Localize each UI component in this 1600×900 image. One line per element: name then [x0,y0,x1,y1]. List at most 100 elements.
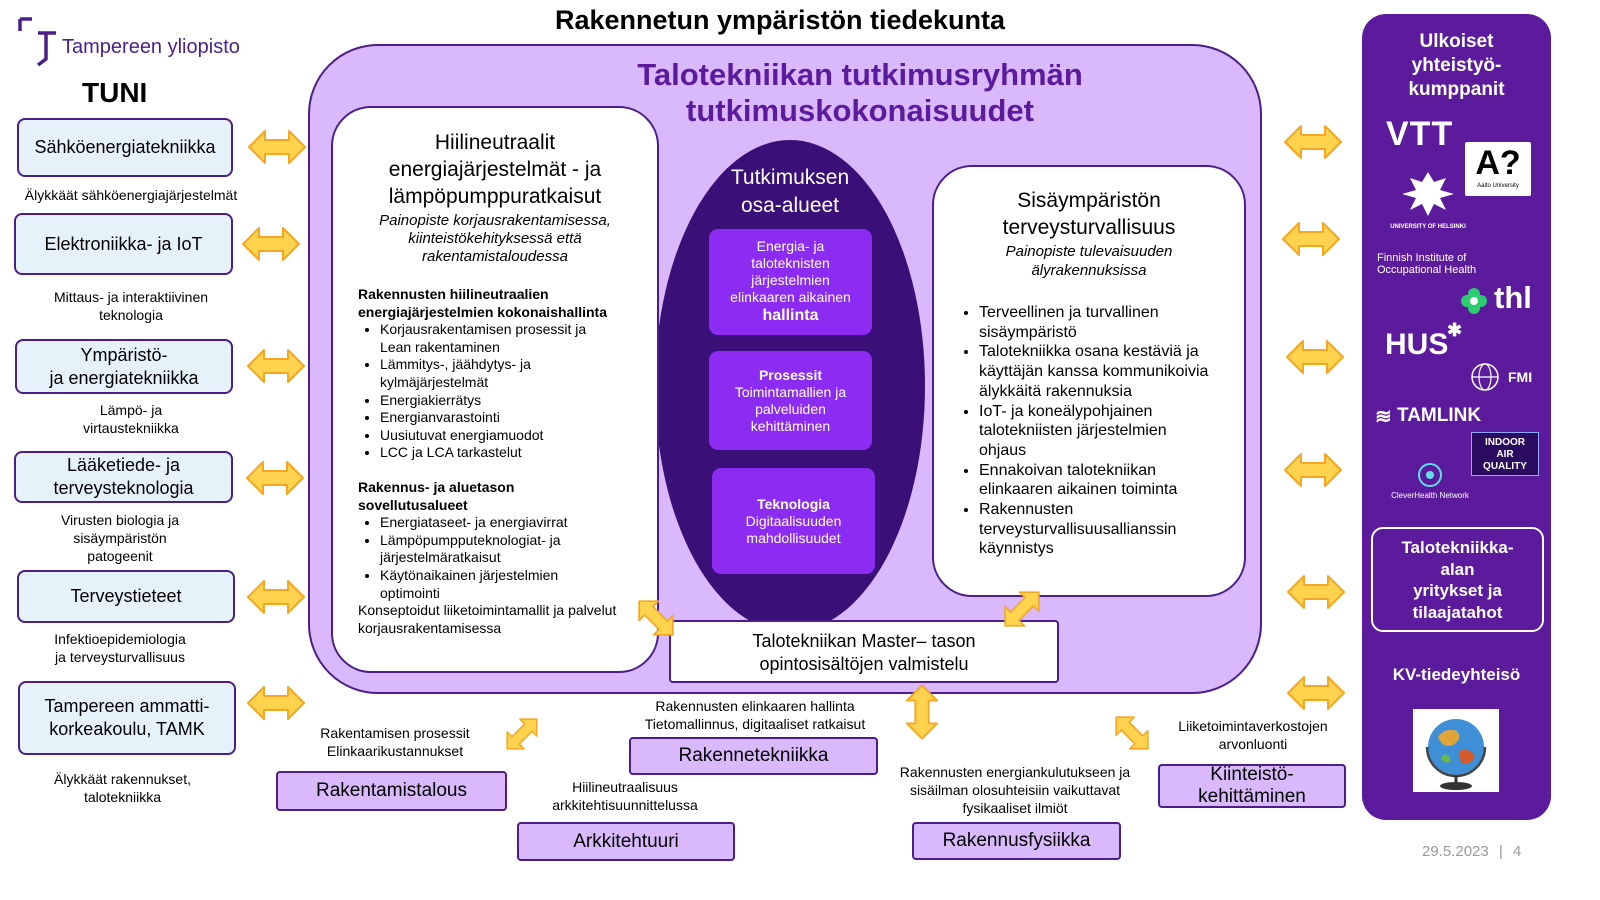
fmi-logo-text: FMI [1508,369,1533,385]
unit-box-tamk: Tampereen ammatti- korkeakoulu, TAMK [18,681,236,755]
list-item: LCC ja LCA tarkastelut [380,444,648,462]
section2-heading: Rakennus- ja aluetason sovellutusalueet [358,479,648,514]
research-group-title-line1: Talotekniikan tutkimusryhmän [637,57,1083,92]
hus-star-icon: ✱ [1447,320,1463,340]
dept-caption-line: arvonluonti [1218,736,1288,752]
dept-caption-rakentamistalous: Rakentamisen prosessit Elinkaarikustannu… [280,724,510,760]
list-item: Energiakierrätys [380,392,648,410]
arrow-icon [1284,125,1342,159]
area-management-bold: hallinta [762,307,819,324]
unit-caption-line: sisäympäristön [73,530,167,546]
arrow-icon [247,349,305,383]
carbon-neutral-title-line2: energiajärjestelmät - ja [388,158,602,181]
partners-title-line1: Ulkoiset [1419,31,1494,52]
unit-ymparisto-label-line1: Ympäristö- [80,344,168,365]
section2-heading-line1: Rakennus- ja aluetason [358,478,515,495]
unit-ymparisto-label-line2: ja energiatekniikka [49,367,199,388]
unit-caption-elektroniikka: Mittaus- ja interaktiivinen teknologia [0,288,262,324]
dept-caption-line: fysikaaliset ilmiöt [962,800,1068,816]
footer-separator: | [1498,843,1503,860]
arrow-icon [242,227,300,261]
unit-tamk-label-line1: Tampereen ammatti- [44,696,210,716]
cleverhealth-icon [1418,463,1442,487]
indoor-health-subtitle: Painopiste tulevaisuuden älyrakennuksiss… [932,242,1246,280]
list-item: Talotekniikka osana kestäviä jakäyttäjän… [979,342,1264,401]
arrow-icon [1282,222,1340,256]
kv-label: KV-tiedeyhteisö [1392,665,1521,684]
helsinki-logo: UNIVERSITY OF HELSINKI [1388,168,1468,234]
area-processes-line3: kehittäminen [750,417,831,434]
tamlink-icon: ≋ [1375,406,1392,428]
thl-flower-icon [1461,288,1487,314]
dept-caption-line: arkkitehtisuunnittelussa [552,797,698,813]
unit-caption-line: Älykkäät sähköenergiajärjestelmät [24,187,238,203]
list-item: Lämmitys-, jäähdytys- jakylmäjärjestelmä… [380,356,648,391]
unit-box-laaketiede: Lääketiede- ja terveysteknologia [14,451,233,503]
dept-caption-rakennusfysiikka: Rakennusten energiankulutukseen ja sisäi… [880,763,1150,817]
arrow-icon [247,686,305,720]
carbon-neutral-title-line3: lämpöpumppuratkaisut [388,185,602,208]
dept-box-rakennetekniikka: Rakennetekniikka [629,737,878,775]
indoor-health-card [932,165,1246,597]
dept-box-rakentamistalous: Rakentamistalous [276,771,507,811]
indoor-health-list: Terveellinen ja turvallinensisäympäristö… [957,303,1264,559]
helsinki-flame-icon [1402,172,1454,216]
unit-caption-laaketiede: Virusten biologia ja sisäympäristön pato… [0,511,240,565]
arrow-icon [248,130,306,164]
area-processes-line2: palveluiden [755,400,826,417]
list-item: Uusiutuvat energiamuodot [380,427,648,445]
arrow-icon [1286,340,1344,374]
carbon-neutral-subtitle-line1: Painopiste korjausrakentamisessa, [379,212,611,229]
tuni-logo: Tampereen yliopisto [16,15,276,70]
dept-rakentamistalous-label: Rakentamistalous [315,780,468,801]
dept-kiinteisto-label-line2: kehittäminen [1198,786,1306,807]
dept-caption-kiinteisto: Liiketoimintaverkostojen arvonluonti [1148,717,1358,753]
dept-caption-line: Hiilineutraalisuus [572,779,678,795]
tamlink-logo: ≋ TAMLINK [1375,404,1485,430]
hus-logo: HUS ✱ [1385,320,1462,362]
fmi-logo: FMI [1470,362,1540,392]
area-technology-line2: mahdollisuudet [746,529,841,546]
ttl-logo-line1: Finnish Institute of [1377,252,1467,264]
dept-box-kiinteisto: Kiinteistö- kehittäminen [1158,764,1346,808]
unit-caption-line: Älykkäät rakennukset, [54,771,191,787]
research-group-title: Talotekniikan tutkimusryhmän tutkimuskok… [560,57,1160,129]
list-item: Energiataseet- ja energiavirrat [380,514,648,532]
carbon-neutral-card [331,106,659,673]
partners-title-line3: kumppanit [1408,79,1505,100]
companies-box: Talotekniikka- alan yritykset ja tilaaja… [1371,527,1544,632]
dept-caption-line: Elinkaarikustannukset [326,743,464,759]
unit-caption-tamk: Älykkäät rakennukset, talotekniikka [0,770,245,806]
unit-caption-sahkoenergia: Älykkäät sähköenergiajärjestelmät [0,186,262,204]
aalto-logo-mark: A? [1475,144,1521,182]
iaq-line3: QUALITY [1483,461,1527,472]
dept-caption-line: sisäilman olosuhteisiin vaikuttavat [909,782,1121,798]
cleverhealth-logo-text: CleverHealth Network [1391,491,1469,500]
section1-heading-line1: Rakennusten hiilineutraalien [358,286,549,302]
section2-heading-line2: sovellutusalueet [358,496,468,513]
carbon-neutral-content: Rakennusten hiilineutraalien energiajärj… [358,286,648,637]
dept-caption-rakennetekniikka: Rakennusten elinkaaren hallinta Tietomal… [615,697,895,733]
section1-heading-line2: energiajärjestelmien kokonaishallinta [358,303,607,320]
helsinki-logo-text: UNIVERSITY OF HELSINKI [1390,224,1466,230]
unit-caption-line: Lämpö- ja [99,402,163,418]
arrow-icon [246,461,304,495]
dept-rakennetekniikka-label: Rakennetekniikka [678,745,829,766]
thl-logo-text: thl [1494,280,1532,315]
area-processes-line1: Toimintamallien ja [734,383,847,400]
list-item: Rakennustenterveysturvallisuusallianssin… [979,500,1264,559]
partners-title: Ulkoiset yhteistyö- kumppanit [1362,30,1551,102]
arrow-icon [1284,453,1342,487]
area-management-line1: Energia- ja [756,238,825,254]
carbon-neutral-subtitle-line2: kiinteistökehityksessä että [408,230,582,247]
area-management-line4: elinkaaren aikainen [730,289,851,305]
area-technology-line1: Digitaalisuuden [745,512,842,529]
arrow-icon [1287,575,1345,609]
carbon-neutral-footer: Konseptoidut liiketoimintamallit ja palv… [358,602,648,637]
thl-logo: thl [1460,280,1545,318]
dept-kiinteisto-label-line1: Kiinteistö- [1210,764,1294,785]
globe-icon [1425,719,1487,790]
